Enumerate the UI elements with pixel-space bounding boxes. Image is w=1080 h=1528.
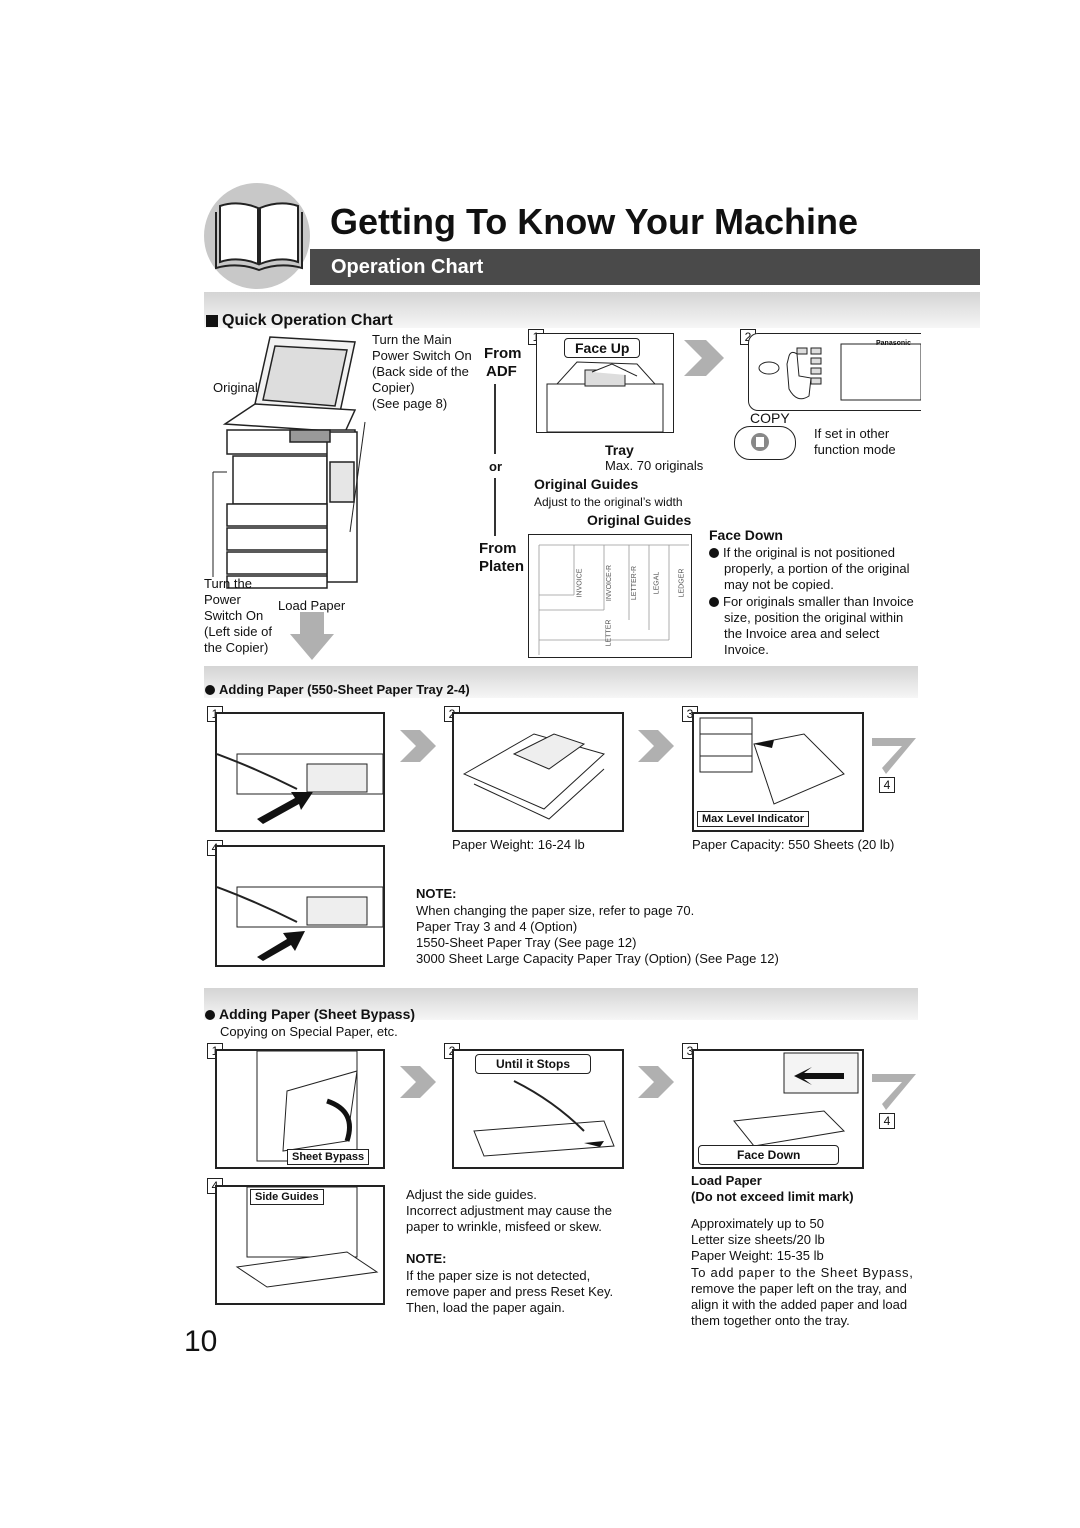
turn-main-line2: Power Switch On <box>372 348 472 363</box>
max-level-caption: Max Level Indicator <box>697 811 810 827</box>
step-number: 4 <box>879 777 895 793</box>
fd-bullet2-line1: For originals smaller than Invoice <box>709 594 914 611</box>
platen-label-letter-r: LETTER-R <box>631 565 639 601</box>
approx-line6: align it with the added paper and load <box>691 1297 908 1312</box>
adf-connector <box>494 384 496 454</box>
turn-main-line1: Turn the Main <box>372 332 452 347</box>
load-paper-arrow-icon <box>290 612 334 660</box>
tray-note-line4: 3000 Sheet Large Capacity Paper Tray (Op… <box>416 951 779 966</box>
next-arrow-icon <box>638 1066 674 1098</box>
platen-panel <box>528 534 692 658</box>
from-adf-adf: ADF <box>486 363 517 380</box>
bypass-sub: Copying on Special Paper, etc. <box>220 1024 398 1039</box>
face-down-label: Face Down <box>709 527 783 543</box>
adjust-line1: Adjust the side guides. <box>406 1187 537 1202</box>
turn-main-line5: (See page 8) <box>372 396 448 411</box>
tray-note-line2: Paper Tray 3 and 4 (Option) <box>416 919 578 934</box>
load-paper-label: Load Paper <box>278 598 346 613</box>
continue-arrow-icon <box>872 738 916 774</box>
control-panel <box>748 333 921 411</box>
open-book-icon <box>215 202 303 272</box>
turn-power-line4: (Left side of <box>204 624 272 639</box>
approx-line7: them together onto the tray. <box>691 1313 850 1328</box>
bypass-note-label: NOTE: <box>406 1251 447 1266</box>
section-band <box>310 249 980 285</box>
approx-line2: Letter size sheets/20 lb <box>691 1232 825 1247</box>
adjust-width-label: Adjust to the original’s width <box>534 495 683 509</box>
next-arrow-icon <box>684 340 724 376</box>
original-label: Original <box>213 380 258 395</box>
or-label: or <box>489 459 502 474</box>
original-guides-label-2: Original Guides <box>587 512 692 528</box>
bypass-heading: Adding Paper (Sheet Bypass) <box>205 1006 415 1023</box>
copier-illustration <box>212 336 366 589</box>
next-arrow-icon <box>400 730 436 762</box>
load-paper-heading: Load Paper <box>691 1173 762 1188</box>
page-number: 10 <box>184 1325 218 1358</box>
tray-label: Tray <box>605 442 634 458</box>
approx-line1: Approximately up to 50 <box>691 1216 824 1231</box>
fd-bullet1-line2: properly, a portion of the original <box>724 561 910 576</box>
paper-capacity: Paper Capacity: 550 Sheets (20 lb) <box>692 837 895 852</box>
fd-bullet2-line4: Invoice. <box>724 642 769 657</box>
tray-note-label: NOTE: <box>416 886 457 901</box>
tray-note: Max. 70 originals <box>605 458 704 473</box>
fd-bullet2-line2: size, position the original within <box>724 610 904 625</box>
platen-label-invoice-r: INVOICE-R <box>606 564 614 602</box>
bypass-note-line2: remove paper and press Reset Key. <box>406 1284 614 1299</box>
brand-logo: Panasonic <box>876 340 912 347</box>
turn-power-line2: Power <box>204 592 241 607</box>
platen-connector <box>494 478 496 536</box>
approx-line3: Paper Weight: 15-35 lb <box>691 1248 824 1263</box>
copy-key-icon <box>734 426 796 460</box>
turn-main-line4: Copier) <box>372 380 415 395</box>
turn-power-line3: Switch On <box>204 608 264 623</box>
adjust-line3: paper to wrinkle, misfeed or skew. <box>406 1219 602 1234</box>
next-arrow-icon <box>638 730 674 762</box>
section-title: Operation Chart <box>331 256 484 278</box>
platen-label-invoice: INVOICE <box>576 568 584 598</box>
fd-bullet1-line3: may not be copied. <box>724 577 834 592</box>
next-arrow-icon <box>400 1066 436 1098</box>
original-guides-label: Original Guides <box>534 476 639 492</box>
quick-band <box>204 292 980 328</box>
face-up-label: Face Up <box>564 338 641 358</box>
fd-bullet1-line1: If the original is not positioned <box>709 545 895 562</box>
quick-heading: Quick Operation Chart <box>222 312 393 329</box>
turn-power-line5: the Copier) <box>204 640 269 655</box>
from-platen-from: From <box>479 540 517 557</box>
bypass-note-line3: Then, load the paper again. <box>406 1300 566 1315</box>
tray-step1-panel <box>215 712 385 832</box>
limit-mark-heading: (Do not exceed limit mark) <box>691 1189 854 1204</box>
square-bullet-icon <box>206 315 218 327</box>
side-guides-caption: Side Guides <box>250 1189 324 1205</box>
paper-weight: Paper Weight: 16-24 lb <box>452 837 585 852</box>
continue-arrow-icon <box>872 1074 916 1110</box>
copy-note-line2: function mode <box>814 442 896 457</box>
platen-label-letter: LETTER <box>605 619 613 647</box>
until-stops-caption: Until it Stops <box>475 1054 591 1074</box>
platen-label-legal: LEGAL <box>653 571 661 595</box>
step-number: 4 <box>879 1113 895 1129</box>
copy-note-line1: If set in other <box>814 426 890 441</box>
tray-step2-panel <box>452 712 624 832</box>
sheet-bypass-caption: Sheet Bypass <box>287 1149 370 1165</box>
from-adf-from: From <box>484 345 522 362</box>
face-down-caption: Face Down <box>698 1145 840 1165</box>
bypass-note-line1: If the paper size is not detected, <box>406 1268 591 1283</box>
approx-line5: remove the paper left on the tray, and <box>691 1281 907 1296</box>
turn-power-line1: Turn the <box>204 576 252 591</box>
tray-note-line3: 1550-Sheet Paper Tray (See page 12) <box>416 935 637 950</box>
tray-heading: Adding Paper (550-Sheet Paper Tray 2-4) <box>205 682 470 699</box>
turn-main-line3: (Back side of the <box>372 364 469 379</box>
tray-note-line1: When changing the paper size, refer to p… <box>416 903 695 918</box>
platen-label-ledger: LEDGER <box>678 568 686 598</box>
adjust-line2: Incorrect adjustment may cause the <box>406 1203 612 1218</box>
copy-label: COPY <box>750 410 790 426</box>
tray-step4-panel <box>215 845 385 967</box>
fd-bullet2-line3: the Invoice area and select <box>724 626 880 641</box>
page-title: Getting To Know Your Machine <box>330 201 858 242</box>
approx-line4: To add paper to the Sheet Bypass, <box>691 1265 914 1280</box>
from-platen-platen: Platen <box>479 558 525 575</box>
